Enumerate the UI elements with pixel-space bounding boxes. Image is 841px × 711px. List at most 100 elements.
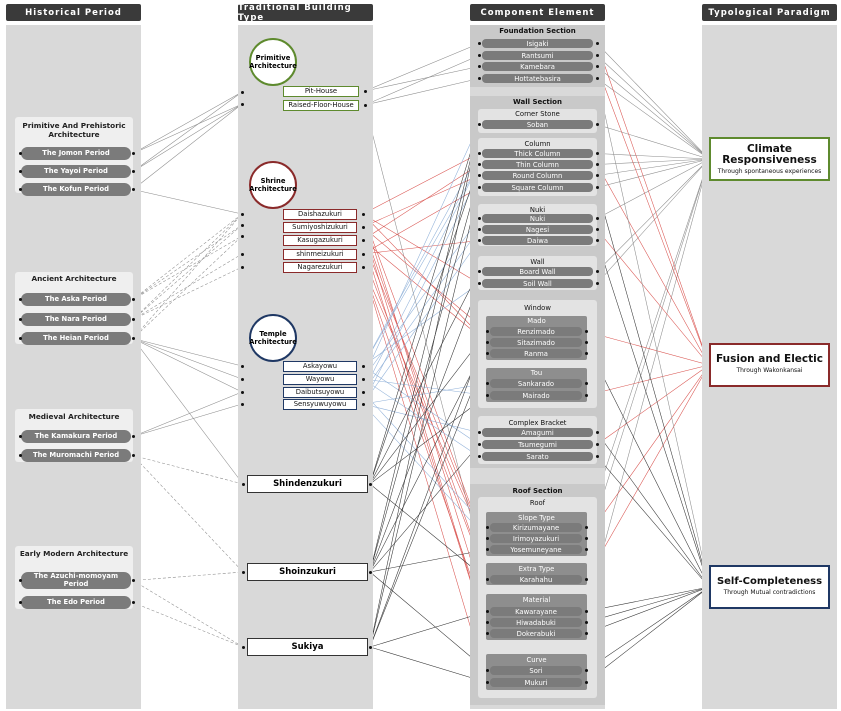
period-group-label: Ancient Architecture	[31, 274, 117, 283]
connector-dot	[595, 282, 599, 285]
connection-line	[596, 364, 710, 445]
connection-line	[596, 66, 710, 160]
connector-dot	[595, 174, 599, 177]
connection-line	[596, 229, 710, 366]
wall-section-label: Wall Section	[513, 98, 562, 106]
connection-line	[362, 213, 488, 343]
connector-dot	[584, 632, 588, 635]
connector-dot	[485, 352, 489, 355]
connection-line	[596, 158, 710, 176]
connection-line	[132, 571, 244, 581]
connector-dot	[485, 382, 489, 385]
building-single: Shindenzukuri	[247, 475, 368, 493]
connector-dot	[485, 681, 489, 684]
connector-dot	[18, 170, 22, 173]
header-building-type: Traditional Building Type	[238, 3, 373, 23]
connection-line	[362, 164, 480, 393]
paradigm-title: Climate Responsiveness	[722, 143, 817, 166]
header-component-element: Component Element	[470, 4, 605, 21]
connection-line	[585, 586, 710, 623]
foundation-section-label: Foundation Section	[499, 27, 576, 35]
paradigm-title: Fusion and Electic	[715, 353, 823, 365]
connector-dot	[240, 102, 244, 106]
connection-line	[132, 103, 243, 172]
connection-line	[596, 164, 710, 366]
connection-line	[596, 153, 710, 160]
connection-line	[132, 224, 243, 320]
connection-line	[596, 55, 710, 160]
component-item: Renzimado	[490, 327, 582, 336]
connector-dot	[240, 390, 244, 394]
connector-dot	[477, 65, 481, 68]
period-item: The Muromachi Period	[21, 449, 131, 462]
component-item: Sori	[490, 666, 582, 675]
component-item: Nagesi	[482, 225, 593, 234]
connection-line	[132, 103, 243, 190]
connector-dot	[18, 454, 22, 457]
component-item: Thick Column	[482, 149, 593, 158]
connector-dot	[595, 455, 599, 458]
connector-dot	[131, 337, 135, 340]
connection-line	[362, 383, 488, 405]
connection-line	[369, 187, 480, 648]
period-item: The Heian Period	[21, 332, 131, 345]
connector-dot	[240, 212, 244, 216]
connection-line	[362, 213, 480, 284]
connection-line	[596, 78, 710, 160]
connection-line	[585, 364, 710, 396]
connector-dot	[485, 621, 489, 624]
corner-stone-label: Corner Stone	[515, 110, 560, 118]
building-item: Sumiyoshizukuri	[283, 221, 357, 233]
connector-dot	[18, 152, 22, 155]
connector-dot	[485, 632, 489, 635]
connection-line	[596, 158, 710, 284]
column-label: Column	[524, 140, 551, 148]
connection-line	[362, 403, 480, 433]
connection-line	[132, 338, 243, 393]
building-item: Kasugazukuri	[283, 234, 357, 246]
connector-dot	[485, 578, 489, 581]
connection-line	[362, 153, 480, 215]
connector-dot	[241, 645, 245, 649]
connector-dot	[477, 42, 481, 45]
connector-dot	[477, 163, 481, 166]
period-group-label: Early Modern Architecture	[19, 549, 129, 558]
component-item: Irimoyazukuri	[490, 534, 582, 543]
connection-line	[369, 353, 488, 648]
component-item: Sankarado	[490, 379, 582, 388]
building-item: Raised-Floor-House	[283, 99, 359, 111]
connector-dot	[477, 77, 481, 80]
connection-line	[596, 43, 710, 366]
connection-line	[369, 483, 488, 580]
period-item: The Jomon Period	[21, 147, 131, 160]
connection-line	[132, 391, 243, 437]
connector-dot	[363, 103, 367, 107]
component-item: Kawarayane	[490, 607, 582, 616]
connection-line	[132, 91, 243, 154]
connection-line	[585, 586, 710, 683]
connector-dot	[595, 443, 599, 446]
connector-dot	[241, 570, 245, 574]
connection-line	[585, 586, 710, 612]
connector-dot	[131, 579, 135, 582]
extra-label: Extra Type	[518, 565, 555, 573]
connection-line	[362, 365, 480, 445]
component-item: Mukuri	[490, 678, 582, 687]
connection-line	[362, 253, 488, 580]
roof-section-label: Roof Section	[512, 487, 563, 495]
building-item: shinmeizukuri	[283, 248, 357, 260]
component-item: Hiwadabuki	[490, 618, 582, 627]
connection-line	[132, 189, 243, 215]
connector-dot	[584, 330, 588, 333]
tou-label: Tou	[530, 369, 543, 377]
connection-line	[362, 240, 480, 255]
connection-line	[132, 235, 243, 339]
component-item: Daiwa	[482, 236, 593, 245]
connector-dot	[361, 225, 365, 229]
connection-line	[369, 395, 488, 485]
component-item: Nuki	[482, 214, 593, 223]
connector-dot	[18, 188, 22, 191]
